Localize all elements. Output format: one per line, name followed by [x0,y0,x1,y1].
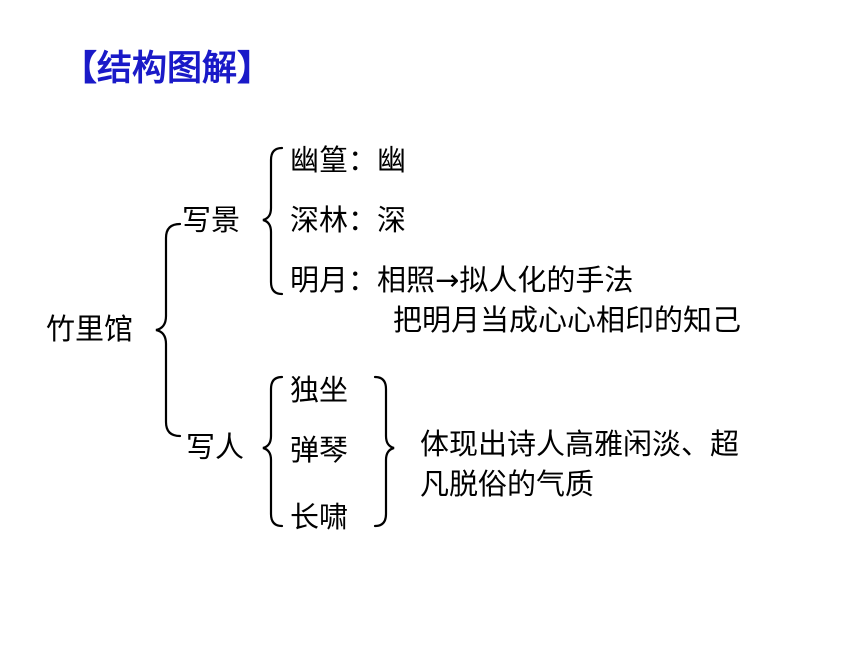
scenery-item-3-note2: 把明月当成心心相印的知己 [393,303,742,337]
summary-line-2: 凡脱俗的气质 [420,467,595,501]
scenery-item-2: 深林：深 [290,203,407,237]
scenery-brace [262,146,284,296]
summary-brace [373,375,395,528]
root-brace [155,222,182,438]
branch-scenery-label: 写景 [182,203,241,237]
summary-line-1: 体现出诗人高雅闲淡、超 [420,427,740,461]
arrow-icon: → [435,263,460,297]
person-brace [262,375,284,528]
scenery-item-3: 明月：相照→拟人化的手法 [290,266,633,295]
scenery-item-3-text: 明月：相照 [290,263,436,297]
branch-person-label: 写人 [186,430,245,464]
scenery-item-3-note: 拟人化的手法 [459,263,634,297]
person-item-3: 长啸 [290,500,349,534]
person-item-2: 弹琴 [290,433,349,467]
root-node: 竹里馆 [46,312,134,346]
scenery-item-1: 幽篁：幽 [290,143,407,177]
page-title: 【结构图解】 [62,49,273,89]
person-item-1: 独坐 [290,373,349,407]
